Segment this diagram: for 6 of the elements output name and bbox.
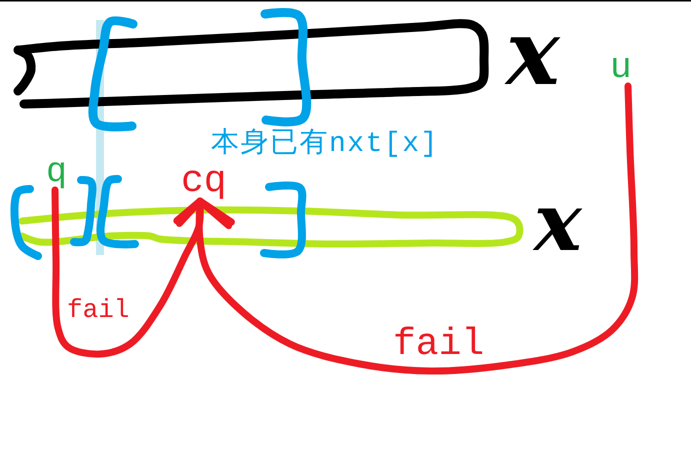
state-label: cq: [181, 163, 227, 201]
state-label: q: [46, 155, 68, 190]
variable-label: x: [506, 20, 560, 88]
state-label: u: [610, 50, 632, 86]
curved-arrow: [173, 82, 638, 375]
variable-label: x: [534, 192, 582, 252]
